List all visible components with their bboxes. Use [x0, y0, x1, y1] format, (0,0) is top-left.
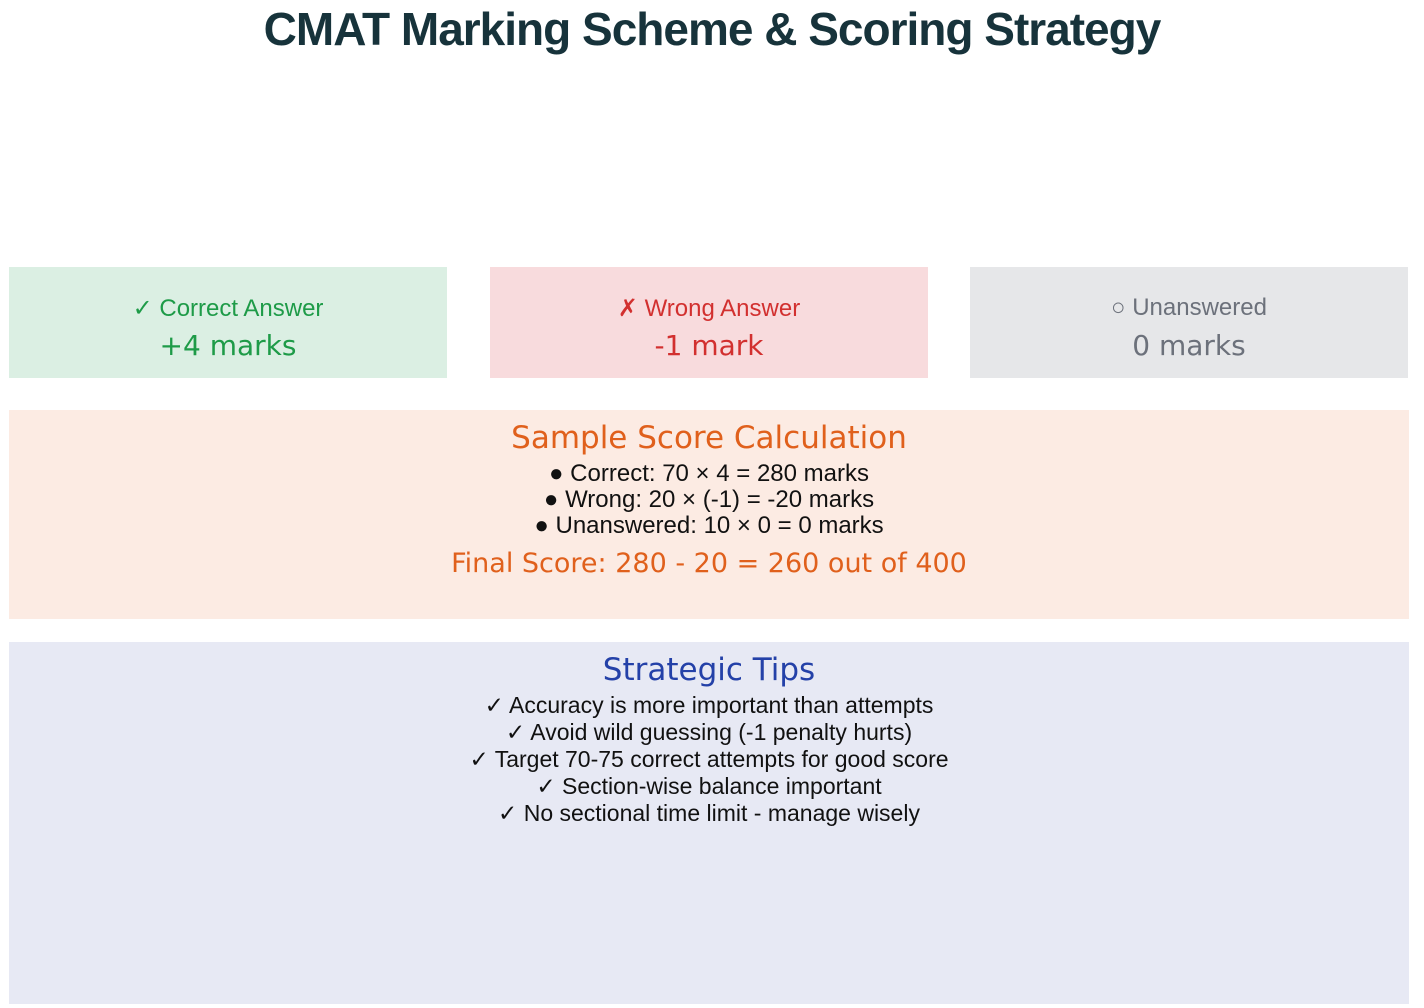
calculation-heading: Sample Score Calculation [511, 420, 907, 456]
tip-item: ✓ Target 70-75 correct attempts for good… [469, 746, 949, 772]
wrong-answer-value: -1 mark [654, 329, 764, 362]
cross-icon: ✗ [617, 295, 638, 322]
correct-answer-label: ✓ Correct Answer [132, 295, 324, 322]
calculation-line: ● Unanswered: 10 × 0 = 0 marks [534, 512, 884, 539]
calculation-lines: ● Correct: 70 × 4 = 280 marks ● Wrong: 2… [9, 461, 1409, 539]
calculation-line: ● Wrong: 20 × (-1) = -20 marks [543, 486, 875, 513]
calculation-line: ● Correct: 70 × 4 = 280 marks [549, 460, 869, 487]
correct-answer-value: +4 marks [159, 329, 297, 362]
wrong-answer-card: ✗ Wrong Answer -1 mark [490, 267, 928, 378]
correct-answer-card: ✓ Correct Answer +4 marks [9, 267, 447, 378]
unanswered-card: ○ Unanswered 0 marks [970, 267, 1408, 378]
page-title: CMAT Marking Scheme & Scoring Strategy [263, 3, 1162, 55]
wrong-answer-label: ✗ Wrong Answer [617, 295, 801, 322]
final-score: Final Score: 280 - 20 = 260 out of 400 [451, 548, 967, 579]
tip-item: ✓ No sectional time limit - manage wisel… [498, 800, 920, 826]
strategic-tips-panel: Strategic Tips ✓ Accuracy is more import… [9, 642, 1409, 1004]
tip-item: ✓ Avoid wild guessing (-1 penalty hurts) [505, 719, 913, 745]
sample-calculation-panel: Sample Score Calculation ● Correct: 70 ×… [9, 410, 1409, 619]
tip-item: ✓ Section-wise balance important [536, 773, 882, 799]
unanswered-label: ○ Unanswered [1111, 294, 1267, 321]
tips-heading: Strategic Tips [602, 652, 816, 688]
check-icon: ✓ [132, 295, 153, 322]
unanswered-value: 0 marks [1132, 329, 1246, 362]
tips-list: ✓ Accuracy is more important than attemp… [9, 692, 1409, 827]
circle-icon: ○ [1111, 294, 1126, 321]
tip-item: ✓ Accuracy is more important than attemp… [484, 692, 934, 718]
